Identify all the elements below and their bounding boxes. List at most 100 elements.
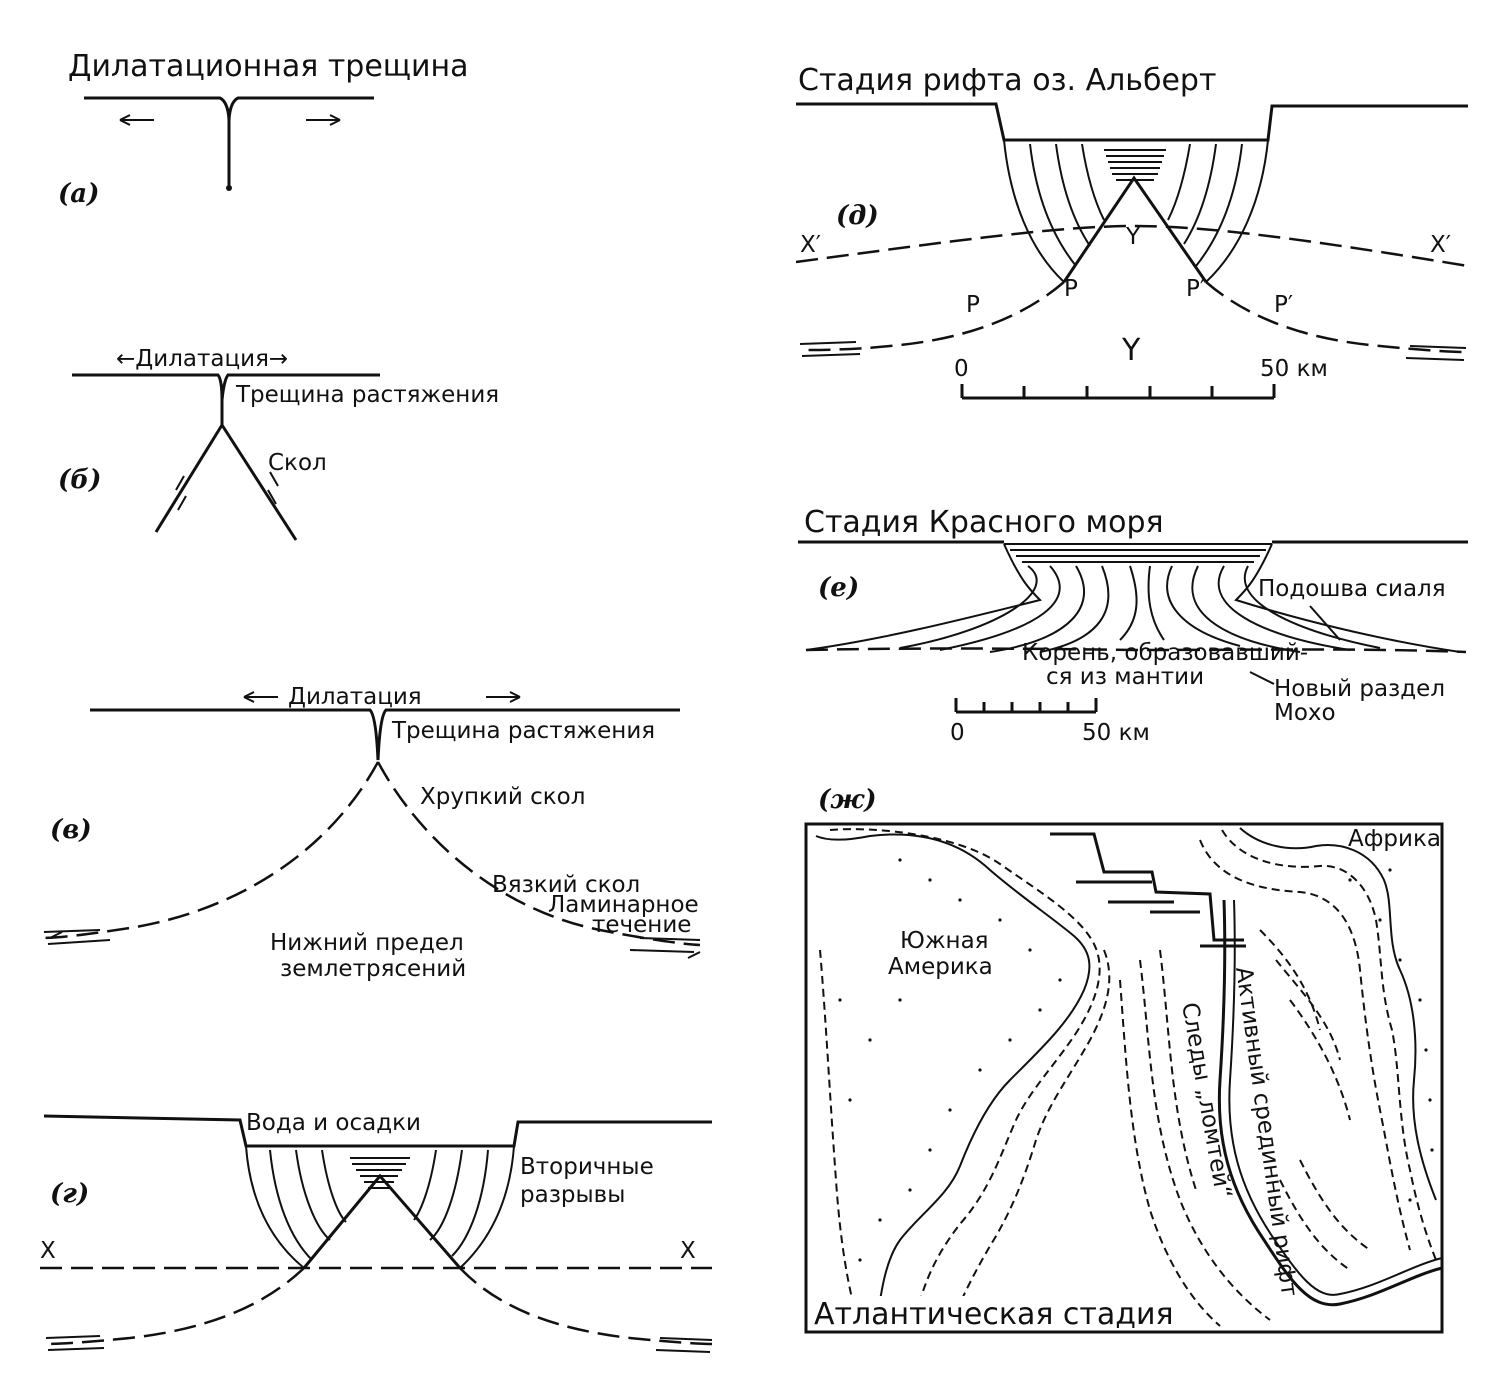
panel-f: Стадия Красного моря Подошва сиаля Корен… xyxy=(798,505,1468,746)
panel-d-shear-left xyxy=(43,1267,305,1346)
active-rift-label: Активный срединный рифт xyxy=(1230,965,1302,1298)
panel-f-root-1: Корень, образовавший- xyxy=(1022,640,1308,666)
panel-d-x-left: X xyxy=(40,1238,56,1264)
panel-f-sial-base-label: Подошва сиаля xyxy=(1258,576,1446,602)
panel-c-letter: (в) xyxy=(50,815,92,845)
panel-a-surface xyxy=(84,96,374,188)
panel-e-p1: P xyxy=(966,292,980,318)
panel-b-shear-right xyxy=(220,424,298,541)
africa-shelf xyxy=(1221,829,1437,1261)
panel-c-dilatation: Дилатация xyxy=(288,684,422,710)
panel-f-moho-2: Мохо xyxy=(1274,700,1336,726)
panel-e-horst xyxy=(1062,175,1208,283)
panel-a-letter: (а) xyxy=(58,179,99,209)
panel-e-title: Стадия рифта оз. Альберт xyxy=(798,63,1216,98)
panel-e-y-bottom: Y xyxy=(1121,333,1141,368)
panel-f-sediment-layers xyxy=(1004,543,1272,563)
panel-f-tilted-blocks-right xyxy=(1147,543,1461,653)
panel-d-secondary-1: Вторичные xyxy=(520,1154,654,1180)
africa-slope xyxy=(1199,839,1411,1251)
panel-c-brittle-shear: Хрупкий скол xyxy=(420,784,585,810)
panel-f-moho-1: Новый раздел xyxy=(1274,676,1445,702)
south-america-shelf xyxy=(829,828,1101,1329)
panel-g: (ж) Африка Южная Аме xyxy=(804,785,1444,1334)
panel-d-flow-marks xyxy=(45,1335,713,1353)
panel-e: Стадия рифта оз. Альберт X′ X′ Y P P P′ … xyxy=(795,63,1469,400)
active-rift-inner xyxy=(1228,899,1443,1296)
scar-traces-east xyxy=(1259,929,1371,1271)
panel-d-water-sediments: Вода и осадки xyxy=(246,1110,421,1136)
panel-d-surface xyxy=(43,1114,712,1148)
panel-a-crack-tip xyxy=(226,185,232,191)
panel-c-flow-left xyxy=(43,929,111,945)
panel-b-surface xyxy=(72,373,380,425)
panel-e-p2: P xyxy=(1064,276,1078,302)
panel-c-surface xyxy=(90,708,680,761)
active-rift xyxy=(1217,899,1443,1307)
panel-d-secondary-2: разрывы xyxy=(520,1182,625,1208)
panel-b-tension-crack: Трещина растяжения xyxy=(235,382,499,408)
panel-d-secondary-faults xyxy=(269,1149,489,1261)
panel-b-letter: (б) xyxy=(58,465,101,495)
panel-f-scale-start: 0 xyxy=(950,720,965,746)
panel-c-shear-right xyxy=(376,761,701,947)
stage-label-bg xyxy=(810,1296,1182,1330)
fracture-zones xyxy=(1050,832,1246,948)
panel-c-flow-right xyxy=(629,937,701,959)
south-america-west xyxy=(819,949,861,1329)
panel-e-p3: P′ xyxy=(1186,276,1205,302)
panel-e-basin-wall-left xyxy=(1003,139,1065,283)
panel-c-arrow-right xyxy=(486,691,521,703)
south-america-label-1: Южная xyxy=(900,928,989,954)
south-america-coastline xyxy=(815,833,1091,1329)
africa-label: Африка xyxy=(1348,826,1441,852)
panel-e-p4: P′ xyxy=(1274,292,1293,318)
panel-b-shear-left xyxy=(154,424,224,533)
panel-d-shear-right xyxy=(459,1267,713,1346)
panel-f-tilted-blocks-left xyxy=(805,543,1138,653)
panel-e-x-left: X′ xyxy=(800,232,821,258)
panel-e-x-right: X′ xyxy=(1430,232,1451,258)
scar-traces-label: Следы „ломтей“ xyxy=(1176,1001,1236,1201)
scar-traces-west xyxy=(1119,949,1271,1327)
panel-d: Вода и осадки X X Вторичные разрывы (г) xyxy=(40,1110,713,1353)
panel-e-y-top: Y xyxy=(1125,224,1141,250)
panel-d-x-right: X xyxy=(680,1238,696,1264)
panel-e-sediment-fill xyxy=(1104,149,1166,181)
panel-f-scale-end: 50 км xyxy=(1082,720,1150,746)
panel-f-letter: (е) xyxy=(818,573,859,603)
panel-f-root-2: ся из мантии xyxy=(1046,664,1204,690)
south-america-label-2: Америка xyxy=(888,954,993,980)
panel-d-sediment-fill xyxy=(350,1157,410,1189)
panel-e-scale-bar xyxy=(960,384,1276,400)
panel-g-map-frame xyxy=(804,822,1444,1334)
panel-a-arrow-left xyxy=(119,114,154,126)
panel-c-tension-crack: Трещина растяжения xyxy=(391,718,655,744)
panel-g-letter: (ж) xyxy=(818,785,877,815)
panel-f-sial-pointer xyxy=(1309,605,1341,641)
panel-e-surface xyxy=(796,102,1468,142)
panel-c-arrow-left xyxy=(243,691,278,703)
panel-b: ←Дилатация→ Трещина растяжения Скол (б) xyxy=(58,346,499,541)
panel-c: Дилатация Трещина растяжения Хрупкий ско… xyxy=(39,684,701,982)
panel-c-lower-limit-1: Нижний предел xyxy=(270,930,464,956)
panel-f-scale-bar xyxy=(954,698,1098,714)
panel-e-letter: (д) xyxy=(836,201,879,231)
panel-e-shear-left xyxy=(799,281,1065,352)
panel-f-sial-base xyxy=(805,647,1467,654)
panel-b-shear-label: Скол xyxy=(268,450,327,476)
panel-e-flow-marks xyxy=(799,341,1467,361)
panel-e-scale-start: 0 xyxy=(954,356,969,382)
panel-d-basin-wall-left xyxy=(245,1145,305,1269)
panel-c-shear-left xyxy=(39,761,380,940)
land-stipple xyxy=(838,858,1434,1262)
panel-d-letter: (г) xyxy=(50,1179,89,1209)
panel-d-basin-wall-right xyxy=(459,1145,515,1269)
panel-e-shear-right xyxy=(1205,281,1467,354)
panel-a-arrow-right xyxy=(306,114,341,126)
panel-c-laminar-2: течение xyxy=(592,912,691,938)
africa-coastline xyxy=(1239,827,1437,1201)
panel-e-secondary-faults xyxy=(1029,143,1243,267)
panel-e-x-line xyxy=(795,224,1469,268)
